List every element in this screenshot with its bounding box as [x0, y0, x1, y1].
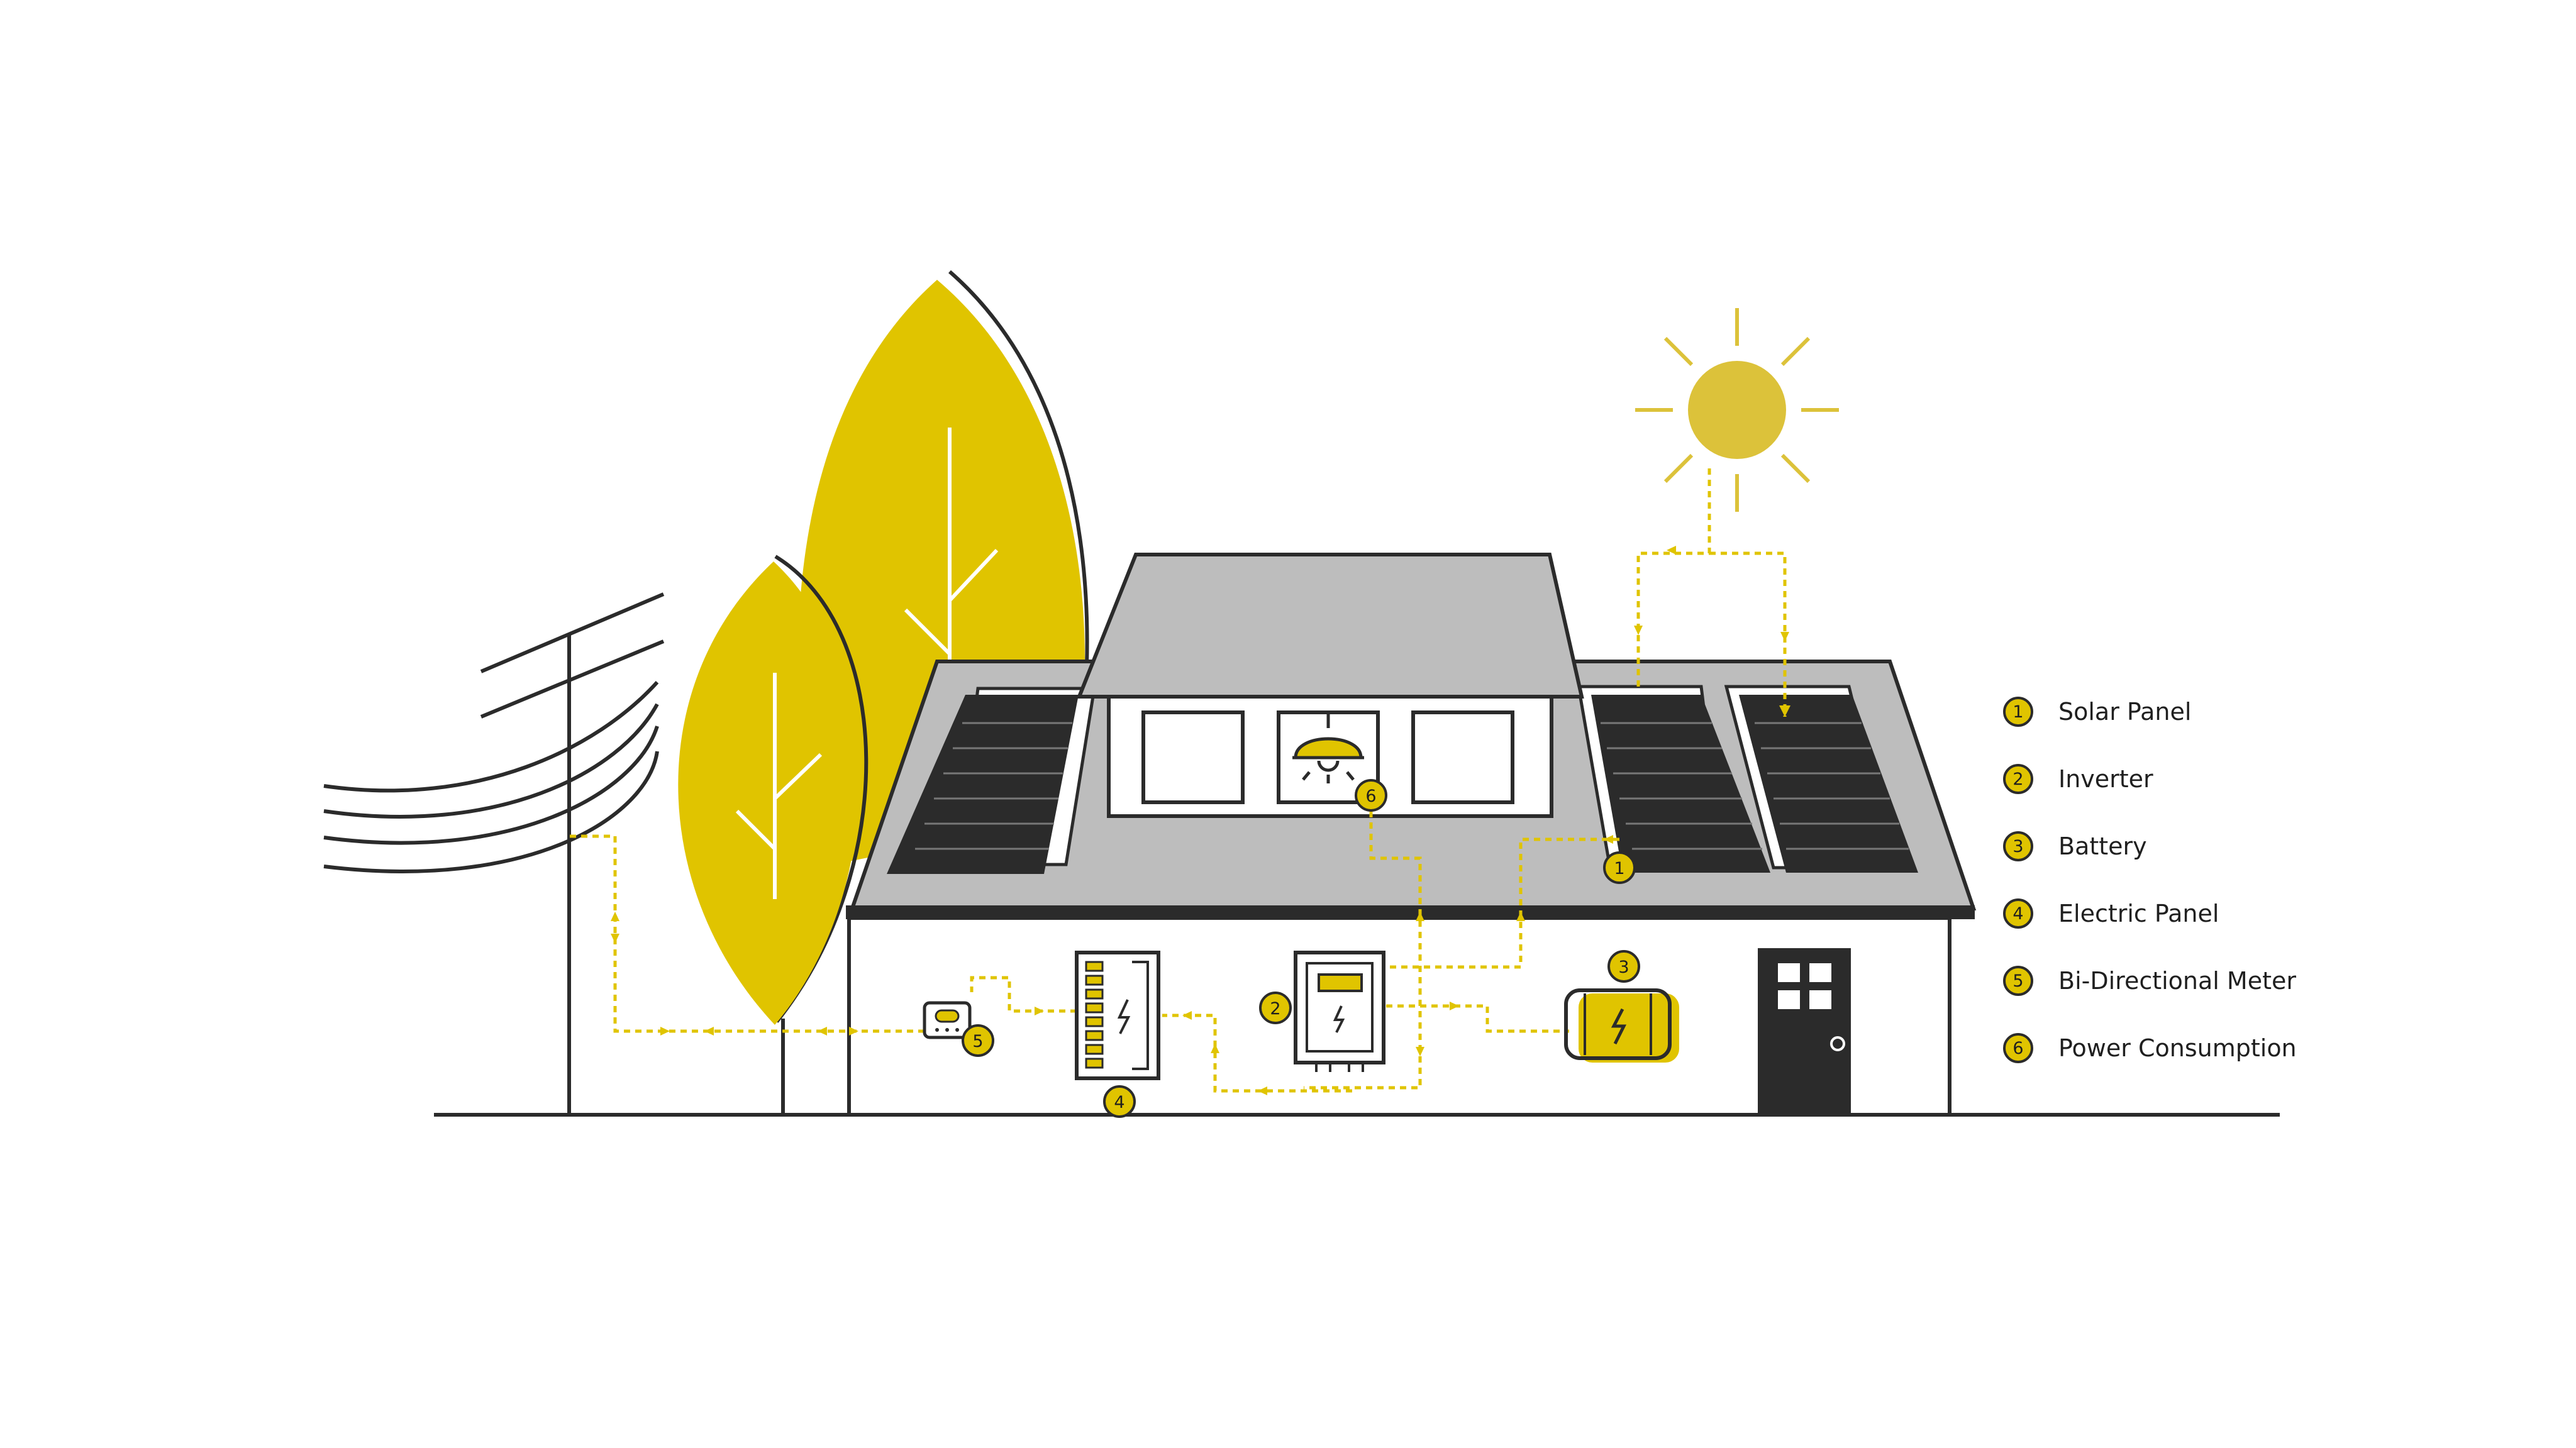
solar-panel-icon — [1724, 685, 1918, 873]
door-icon — [1758, 948, 1851, 1115]
meter-icon — [923, 1001, 972, 1039]
flow-arrows — [611, 546, 1790, 1095]
solar-panel-icon — [887, 687, 1096, 874]
legend-item-inverter: 2 Inverter — [2003, 762, 2481, 796]
legend: 1 Solar Panel 2 Inverter 3 Battery 4 Ele… — [2003, 695, 2481, 1098]
callout-3: 3 — [1607, 950, 1640, 983]
legend-label: Electric Panel — [2058, 900, 2219, 927]
callout-6-number: 6 — [1365, 787, 1376, 806]
legend-item-solar-panel: 1 Solar Panel — [2003, 695, 2481, 729]
legend-number: 4 — [2003, 898, 2033, 929]
tree-icon — [678, 555, 869, 1115]
utility-pole-icon — [323, 592, 665, 1115]
legend-label: Power Consumption — [2058, 1034, 2297, 1062]
callout-1: 1 — [1603, 851, 1636, 884]
callout-4-number: 4 — [1114, 1093, 1124, 1112]
lamp-icon — [1292, 712, 1364, 783]
roof-eave — [846, 905, 1975, 919]
callout-2-number: 2 — [1270, 999, 1280, 1019]
legend-label: Inverter — [2058, 765, 2153, 793]
callout-5: 5 — [962, 1024, 994, 1057]
legend-label: Bi-Directional Meter — [2058, 967, 2296, 995]
legend-item-power-consumption: 6 Power Consumption — [2003, 1031, 2481, 1065]
legend-number: 2 — [2003, 764, 2033, 794]
sun-icon — [1635, 308, 1839, 512]
inverter-icon — [1294, 951, 1385, 1072]
legend-number: 1 — [2003, 697, 2033, 727]
legend-label: Solar Panel — [2058, 698, 2192, 726]
electric-panel-icon — [1075, 951, 1160, 1080]
callout-3-number: 3 — [1618, 958, 1629, 977]
battery-icon — [1564, 988, 1679, 1063]
callout-1-number: 1 — [1614, 859, 1624, 878]
legend-item-battery: 3 Battery — [2003, 829, 2481, 863]
legend-item-electric-panel: 4 Electric Panel — [2003, 897, 2481, 931]
legend-number: 6 — [2003, 1033, 2033, 1063]
callout-2: 2 — [1259, 992, 1292, 1024]
solar-panel-icon — [1577, 685, 1770, 873]
legend-label: Battery — [2058, 832, 2147, 860]
dormer — [1076, 553, 1584, 818]
legend-number: 5 — [2003, 966, 2033, 996]
callout-5-number: 5 — [972, 1032, 983, 1051]
legend-number: 3 — [2003, 831, 2033, 861]
legend-item-bi-directional-meter: 5 Bi-Directional Meter — [2003, 964, 2481, 998]
callout-6: 6 — [1355, 779, 1387, 812]
callout-4: 4 — [1103, 1085, 1136, 1118]
